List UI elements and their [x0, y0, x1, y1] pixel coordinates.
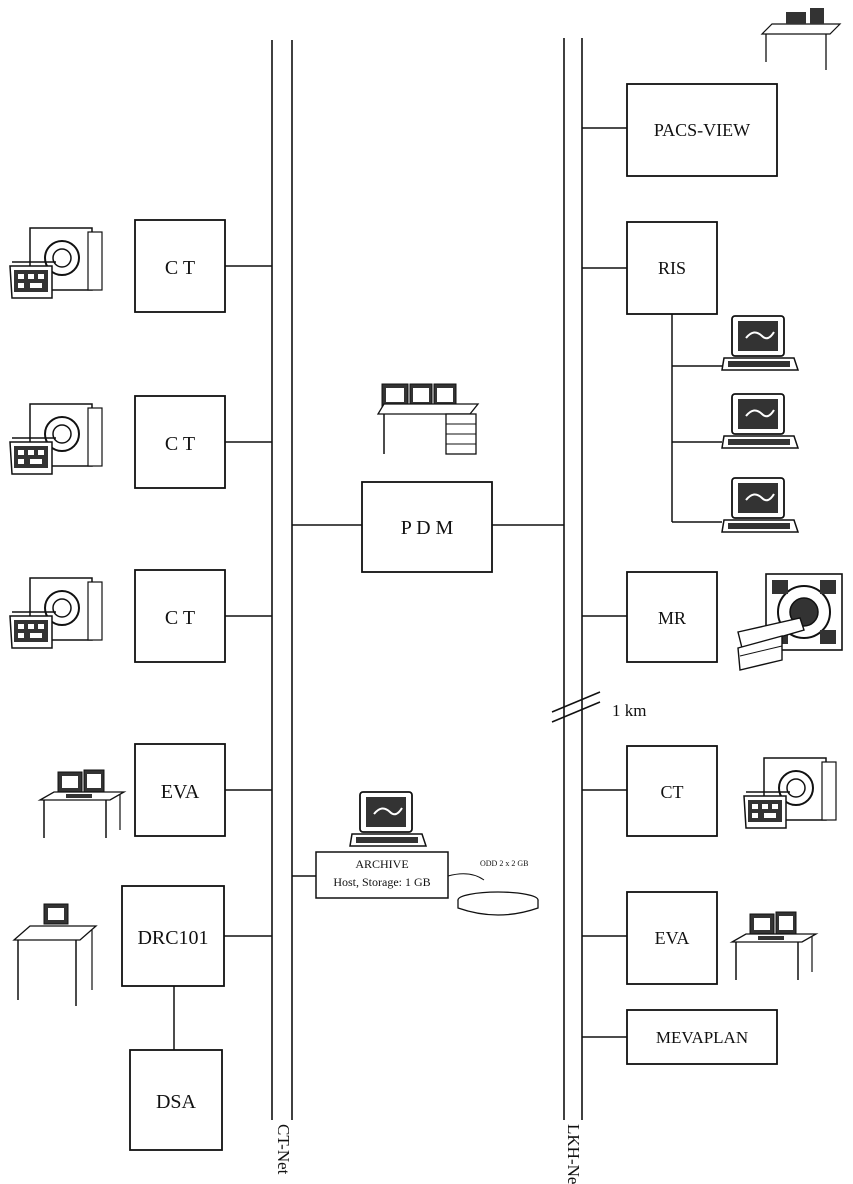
computer-terminal-icon: [350, 792, 426, 846]
archive-subtitle: Host, Storage: 1 GB: [333, 875, 430, 889]
distance-label: 1 km: [612, 701, 646, 720]
eva-box-right-label: EVA: [655, 928, 690, 948]
ct-scanner-icon: [10, 578, 102, 648]
ct-scanner-icon: [10, 228, 102, 298]
ris-terminal-tree: [672, 314, 722, 522]
drc101-label: DRC101: [137, 927, 208, 949]
dsa-label: DSA: [156, 1091, 197, 1113]
optical-disk-icon: [448, 874, 538, 915]
eva-box-left-label: EVA: [161, 781, 200, 803]
workstation-icon: [378, 384, 478, 454]
computer-terminal-icon: [722, 316, 798, 370]
desk-workstation-icon: [762, 8, 840, 70]
distance-break-mark: [552, 692, 600, 722]
computer-terminal-icon: [722, 394, 798, 448]
ct-scanner-icon: [744, 758, 836, 828]
pdm-label: P D M: [401, 517, 454, 539]
archive-title: ARCHIVE: [355, 857, 408, 871]
disk-label: ODD 2 x 2 GB: [480, 859, 528, 868]
ct-box-2-label: C T: [165, 433, 195, 455]
desk-workstation-icon: [14, 904, 96, 1006]
desk-workstation-icon: [40, 770, 124, 838]
ct-scanner-icon: [10, 404, 102, 474]
mevaplan-label: MEVAPLAN: [656, 1028, 748, 1047]
ct-box-1-label: C T: [165, 257, 195, 279]
ris-label: RIS: [658, 258, 686, 278]
ct-box-right-label: CT: [660, 782, 683, 802]
ct-net-label: CT-Net: [274, 1124, 293, 1175]
pacs-view-label: PACS-VIEW: [654, 120, 750, 140]
lkh-net-bus: [564, 38, 582, 1120]
ct-box-3-label: C T: [165, 607, 195, 629]
ct-net-bus: [272, 40, 292, 1120]
mr-label: MR: [658, 608, 686, 628]
lkh-net-label: LKH-Net: [564, 1124, 583, 1184]
desk-workstation-icon: [732, 912, 816, 980]
mr-scanner-icon: [738, 574, 842, 670]
computer-terminal-icon: [722, 478, 798, 532]
